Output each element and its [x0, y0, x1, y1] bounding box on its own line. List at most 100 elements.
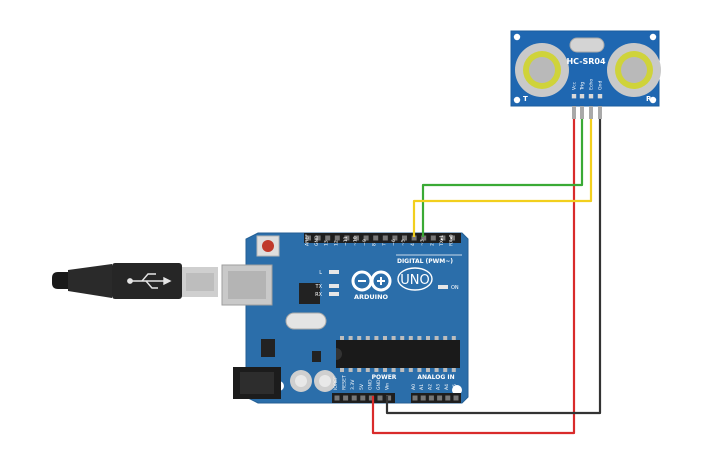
analog-pin-label: A5: [452, 384, 458, 390]
digital-pin[interactable]: [440, 235, 446, 241]
digital-pin[interactable]: [373, 235, 379, 241]
led-on-label: ON: [451, 285, 459, 291]
led-tx: [329, 284, 339, 288]
power-pin[interactable]: [343, 395, 349, 401]
power-jack: [233, 367, 281, 399]
sensor-crystal: [569, 37, 605, 53]
analog-pin-label: A3: [436, 384, 442, 390]
small-component: [312, 351, 321, 362]
power-pin-label: 5V: [359, 383, 365, 390]
digital-pin-label: 7: [381, 243, 387, 246]
analog-pin-label: A4: [444, 384, 450, 390]
sensor-pin-trig[interactable]: [580, 106, 584, 119]
capacitor: [290, 370, 312, 392]
led-rx: [329, 292, 339, 296]
sensor-t-mark: T: [523, 95, 528, 103]
wire-gnd-black[interactable]: [385, 118, 602, 415]
digital-pin[interactable]: [315, 235, 321, 241]
receiver-transducer: [607, 43, 661, 97]
reset-button[interactable]: [256, 235, 280, 257]
analog-pin-label: A1: [419, 384, 425, 390]
wire-trig-green[interactable]: [421, 118, 584, 237]
digital-pin[interactable]: [402, 235, 407, 241]
sensor-pin-label: Echo: [589, 79, 595, 90]
sensor-pin-vcc[interactable]: [572, 106, 576, 119]
wire-echo-yellow[interactable]: [412, 118, 593, 237]
digital-pin-label: ~6: [391, 239, 397, 246]
analog-pin[interactable]: [453, 395, 459, 401]
infinity-logo-icon: [351, 270, 392, 292]
power-pin-label: GND: [367, 379, 373, 390]
digital-pin-label: 13: [324, 240, 330, 246]
microcontroller-chip: [336, 336, 460, 372]
digital-pin[interactable]: [392, 235, 398, 241]
power-pin[interactable]: [368, 395, 374, 401]
digital-pin-label: TX▸1: [439, 235, 445, 247]
power-label: POWER: [372, 374, 397, 381]
sensor-pin-echo[interactable]: [589, 106, 593, 119]
sensor-pin-label: Trig: [580, 82, 586, 91]
power-pin[interactable]: [386, 395, 392, 401]
digital-pin[interactable]: [334, 235, 340, 241]
analog-label: ANALOG IN: [417, 374, 454, 381]
digital-header-label: DIGITAL (PWM~): [397, 258, 453, 265]
digital-pin-label: 2: [429, 243, 435, 246]
analog-pin[interactable]: [445, 395, 451, 401]
power-pin[interactable]: [377, 395, 383, 401]
digital-pin[interactable]: [411, 235, 417, 241]
power-pin[interactable]: [351, 395, 357, 401]
analog-pin-label: A0: [411, 384, 417, 390]
digital-pin-label: AREF: [305, 234, 311, 246]
brand-label: ARDUINO: [354, 293, 389, 301]
digital-pin-label: ~5: [401, 239, 407, 246]
crystal-oscillator: [285, 312, 327, 330]
digital-pin[interactable]: [325, 235, 331, 241]
sensor-name: HC-SR04: [566, 57, 606, 66]
digital-pin[interactable]: [306, 235, 311, 241]
uno-badge: [397, 267, 433, 291]
power-pin-label: GND: [376, 379, 382, 390]
transmitter-transducer: [515, 43, 569, 97]
digital-pin-label: ~3: [420, 239, 426, 246]
led-on: [438, 285, 448, 289]
model-label: UNO: [400, 273, 429, 288]
analog-header: [411, 393, 461, 403]
digital-pin[interactable]: [354, 235, 359, 241]
voltage-regulator: [261, 339, 275, 357]
power-pin[interactable]: [334, 395, 340, 401]
sensor-r-mark: R: [646, 95, 652, 103]
usb-symbol-icon: [127, 273, 172, 289]
analog-pin[interactable]: [437, 395, 443, 401]
led-tx-label: TX: [315, 284, 323, 290]
digital-pin[interactable]: [450, 235, 455, 241]
sensor-pin-label: Gnd: [598, 81, 604, 90]
digital-pin[interactable]: [382, 235, 388, 241]
digital-header: [304, 233, 461, 243]
analog-pin[interactable]: [420, 395, 426, 401]
digital-pin-label: 4: [410, 243, 416, 246]
analog-pin[interactable]: [412, 395, 418, 401]
power-pin[interactable]: [360, 395, 366, 401]
digital-pin[interactable]: [344, 235, 350, 241]
digital-pin-label: 12: [333, 240, 339, 246]
digital-pin-label: RX◂0: [449, 234, 455, 246]
sensor-pin-gnd[interactable]: [598, 106, 602, 119]
usb-chip: [299, 283, 320, 304]
digital-pin[interactable]: [430, 235, 436, 241]
usb-port: [221, 264, 273, 306]
wire-vcc-red[interactable]: [371, 118, 576, 435]
led-rx-label: RX: [315, 292, 322, 298]
digital-pin-label: ~11: [343, 236, 349, 246]
digital-pin-label: ~10: [353, 236, 359, 246]
digital-pin-label: GND: [314, 235, 320, 246]
wires: [371, 118, 602, 435]
digital-pin[interactable]: [363, 235, 369, 241]
power-pin-label: IOREF: [333, 376, 339, 390]
digital-pin[interactable]: [421, 235, 427, 241]
sensor-pin-label: Vcc: [572, 81, 578, 90]
analog-pin[interactable]: [428, 395, 434, 401]
